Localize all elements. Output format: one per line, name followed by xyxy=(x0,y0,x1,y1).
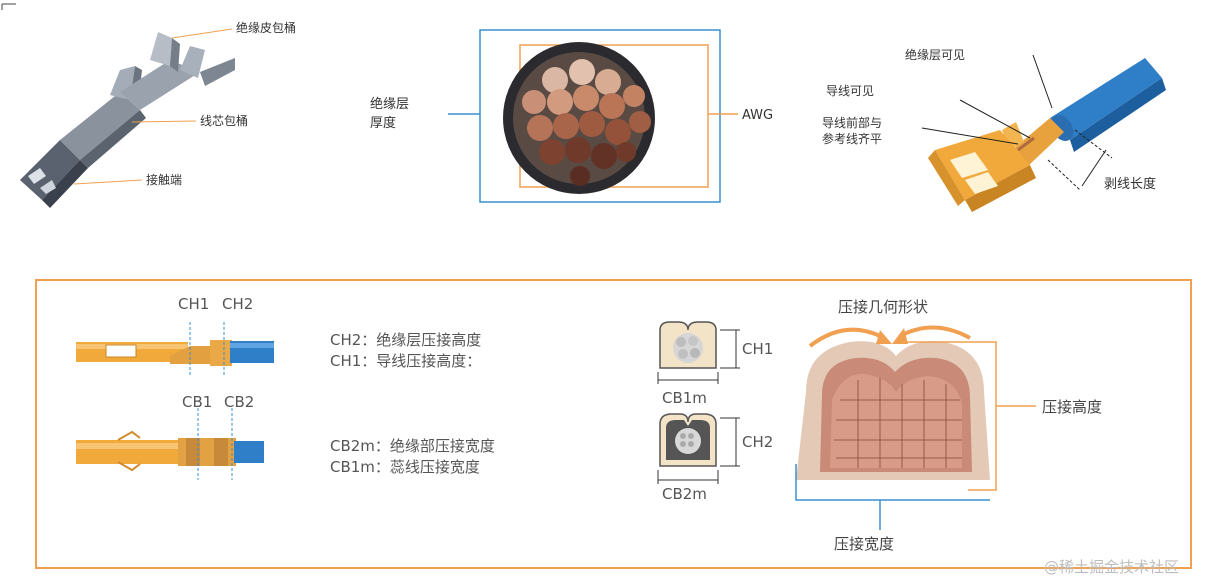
ch1-description: CH1：导线压接高度： xyxy=(330,352,482,370)
label-insulation-thickness-2: 厚度 xyxy=(370,116,397,131)
side-view-terminal-cb xyxy=(76,430,264,472)
cb1m-description: CB1m：蕊线压接宽度 xyxy=(330,458,480,476)
label-insulation-visible: 绝缘层可见 xyxy=(905,48,966,62)
label-wire-front-2: 参考线齐平 xyxy=(822,132,883,146)
label-contact-end: 接触端 xyxy=(146,173,183,187)
metal-terminal-illustration xyxy=(20,32,235,208)
label-insulation-thickness-1: 绝缘层 xyxy=(370,97,410,112)
cs-label-cb1m: CB1m xyxy=(662,389,707,407)
crimped-terminal-illustration xyxy=(928,58,1166,212)
cable-cross-section xyxy=(503,42,655,194)
label-ch2: CH2 xyxy=(222,295,254,313)
cs-label-ch2: CH2 xyxy=(742,433,774,451)
label-cb2: CB2 xyxy=(224,393,255,411)
cs-label-cb2m: CB2m xyxy=(662,485,707,503)
label-awg: AWG xyxy=(742,108,774,123)
label-crimp-geometry: 压接几何形状 xyxy=(838,298,929,316)
crimp-cross-section-photo xyxy=(796,341,990,480)
label-insulation-barrel: 绝缘皮包桶 xyxy=(236,21,297,35)
label-strip-length: 剥线长度 xyxy=(1104,177,1157,192)
cross-section-ch1 xyxy=(659,321,717,369)
label-crimp-height: 压接高度 xyxy=(1042,398,1103,416)
side-view-terminal-ch xyxy=(76,340,274,366)
label-wire-front-1: 导线前部与 xyxy=(822,116,883,130)
label-cb1: CB1 xyxy=(182,393,213,411)
label-ch1: CH1 xyxy=(178,295,210,313)
label-wire-visible: 导线可见 xyxy=(826,84,875,98)
label-crimp-width: 压接宽度 xyxy=(834,535,895,553)
watermark: @稀土掘金技术社区 xyxy=(1044,558,1180,576)
label-core-barrel: 线芯包桶 xyxy=(200,114,249,128)
cb2m-description: CB2m：绝缘部压接宽度 xyxy=(330,437,495,455)
cs-label-ch1: CH1 xyxy=(742,340,774,358)
cross-section-ch2 xyxy=(659,413,717,467)
ch2-description: CH2：绝缘层压接高度 xyxy=(330,331,482,349)
